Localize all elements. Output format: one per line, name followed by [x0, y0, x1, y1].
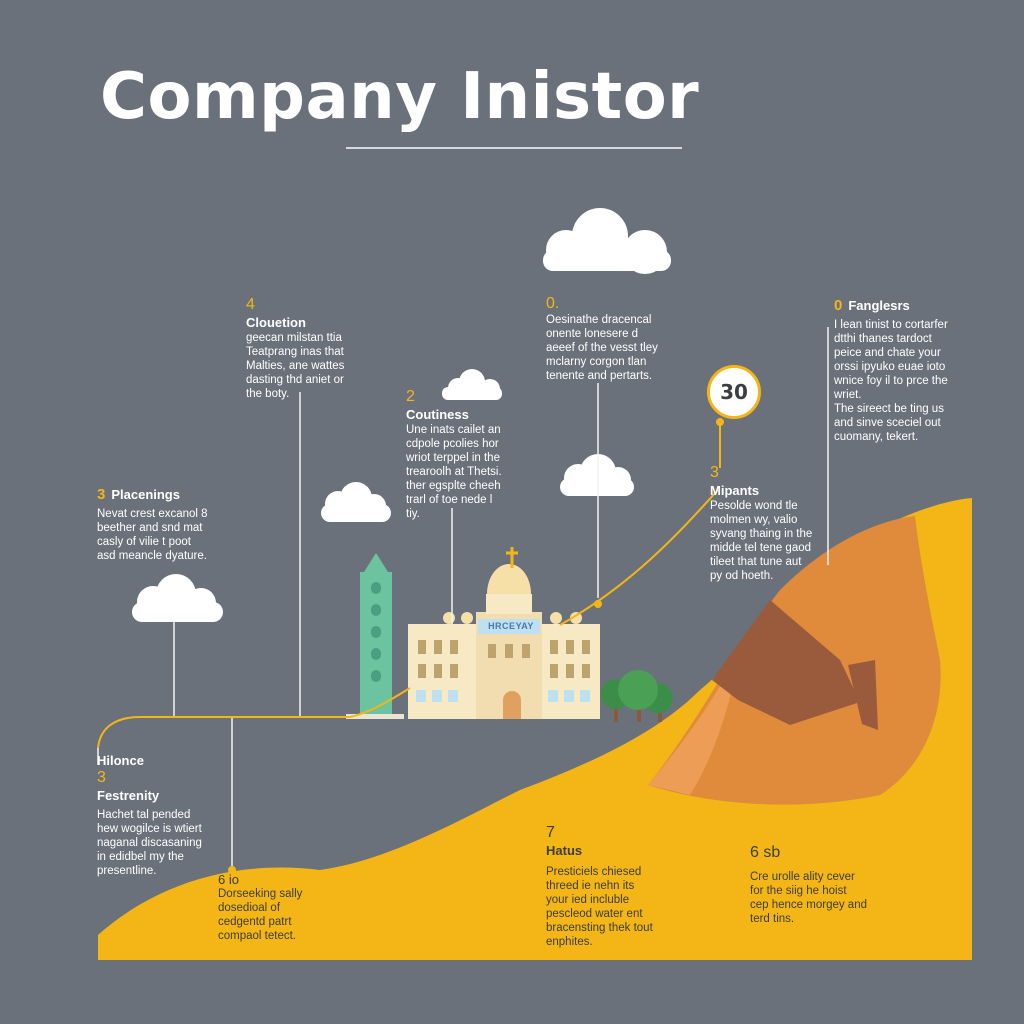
milestone-subheading: Festrenity	[97, 788, 160, 803]
milestone-number: 4	[246, 296, 255, 313]
rock-large	[712, 600, 860, 725]
cloud-small	[442, 369, 502, 400]
page-title: Company Inistor	[100, 60, 700, 134]
milestone-body: Oesinathe dracencal onente lonesere d ae…	[546, 314, 658, 382]
milestone-mipants: 3 Mipants Pesolde wond tle molmen wy, va…	[710, 464, 840, 583]
milestone-heading: Placenings	[111, 487, 180, 502]
milestone-number: 2	[406, 388, 415, 405]
title-divider	[346, 147, 682, 149]
milestone-sb: 6 sb Cre urolle ality cever for the siig…	[750, 844, 890, 926]
connector-lines	[97, 327, 829, 868]
milestone-number: 3	[97, 769, 106, 786]
rock-small	[848, 660, 878, 730]
milestone-number: 3	[710, 464, 719, 481]
milestone-body: Une inats cailet an cdpole pcolies hor w…	[406, 424, 502, 520]
cloud-left	[132, 574, 223, 622]
milestone-number: 6 io	[218, 872, 239, 887]
trees	[601, 670, 673, 722]
building-sign: HRCEYAY	[488, 621, 534, 631]
cloud-mid-left	[321, 482, 391, 522]
orange-hill-shade	[648, 650, 740, 795]
milestone-heading: Mipants	[710, 483, 760, 498]
milestone-coutiness: 2 Coutiness Une inats cailet an cdpole p…	[406, 388, 546, 521]
milestone-bottom-left: 6 io Dorseeking sally dosedioal of cedge…	[218, 872, 328, 943]
timeline-path	[97, 489, 719, 749]
timeline-node	[228, 866, 236, 874]
milestone-body: Nevat crest excanol 8 beether and snd ma…	[97, 508, 208, 562]
milestone-fanglesrs: 0 Fanglesrs I lean tinist to cortarfer dt…	[834, 297, 984, 444]
milestone-clouetion: 4 Clouetion geecan milstan ttia Teatpran…	[246, 296, 386, 401]
milestone-heading: Fanglesrs	[848, 298, 910, 313]
milestone-number: 0	[834, 297, 843, 314]
milestone-badge: 30	[707, 365, 761, 419]
milestone-heading: Coutiness	[406, 407, 469, 422]
milestone-number: 6 sb	[750, 844, 781, 861]
milestone-hilonce: Hilonce 3 Festrenity Hachet tal pended h…	[97, 752, 237, 878]
timeline-node	[716, 418, 724, 426]
milestone-top-center: 0. Oesinathe dracencal onente lonesere d…	[546, 295, 696, 383]
milestone-number: 7	[546, 824, 555, 841]
cloud-top	[543, 208, 671, 274]
milestone-body: Cre urolle ality cever for the siig he h…	[750, 871, 867, 925]
milestone-hatus: 7 Hatus Presticiels chiesed threed ie ne…	[546, 824, 676, 949]
building	[408, 547, 600, 719]
milestone-placenings: 3 Placenings Nevat crest excanol 8 beethe…	[97, 486, 237, 563]
yellow-hill	[98, 498, 972, 960]
milestone-heading: Hatus	[546, 843, 583, 858]
milestone-body: I lean tinist to cortarfer dtthi thanes …	[834, 319, 948, 443]
milestone-heading: Hilonce	[97, 753, 144, 768]
timeline-node	[594, 600, 602, 608]
tower	[346, 553, 404, 719]
milestone-body: Hachet tal pended hew wogilce is wtiert …	[97, 809, 202, 877]
milestone-heading: Clouetion	[246, 315, 306, 330]
milestone-body: Dorseeking sally dosedioal of cedgentd p…	[218, 888, 303, 942]
cloud-center	[560, 454, 634, 496]
milestone-body: geecan milstan ttia Teatprang inas that …	[246, 332, 345, 400]
milestone-number: 0.	[546, 295, 560, 312]
milestone-number: 3	[97, 486, 106, 503]
milestone-body: Pesolde wond tle molmen wy, valio syvang…	[710, 500, 813, 582]
milestone-body: Presticiels chiesed threed ie nehn its y…	[546, 866, 653, 948]
